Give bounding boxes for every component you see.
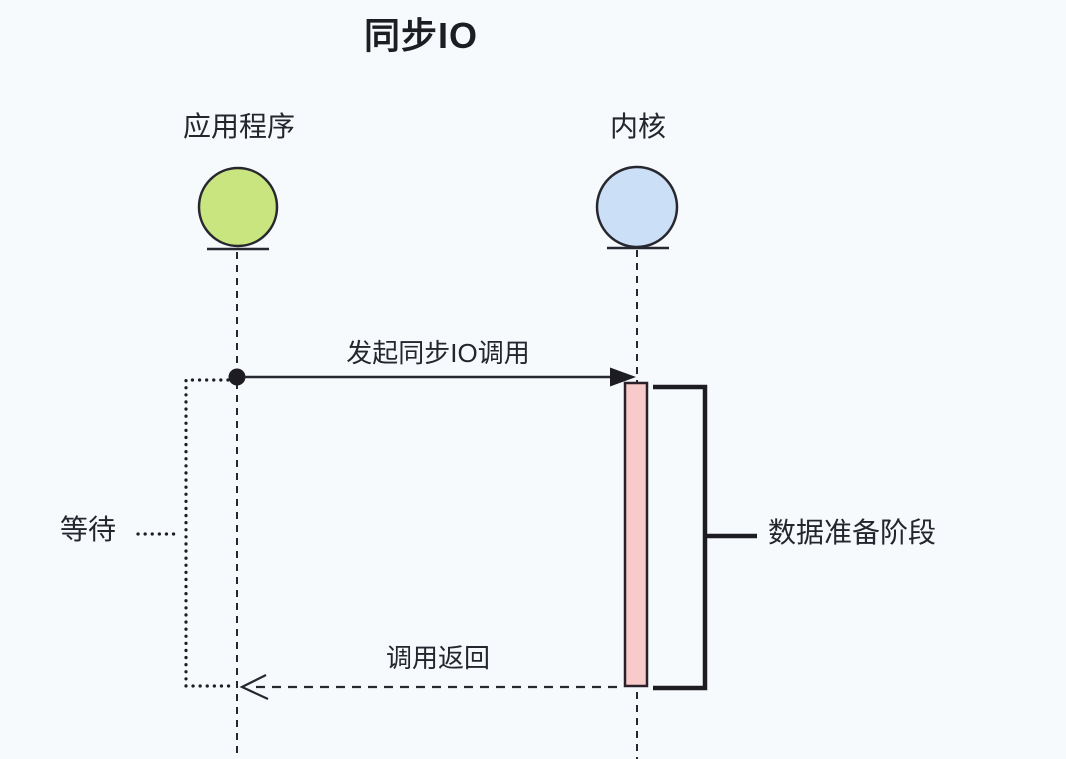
application-actor-circle [197, 166, 279, 248]
diagram-title: 同步IO [363, 15, 479, 56]
kernel-actor-circle [595, 165, 679, 249]
kernel-activation-bar [623, 381, 649, 688]
application-actor-label: 应用程序 [182, 111, 296, 142]
sync-call-message-label: 发起同步IO调用 [346, 338, 530, 368]
wait-bracket [184, 378, 234, 688]
wait-annotation-label: 等待 [60, 514, 117, 545]
sync-call-start-dot [228, 368, 246, 386]
data-prep-bracket [653, 384, 708, 691]
return-message-label: 调用返回 [385, 643, 491, 673]
data-prep-annotation-label: 数据准备阶段 [768, 517, 937, 548]
return-arrowhead-icon [239, 674, 269, 700]
kernel-actor-label: 内核 [609, 111, 667, 142]
sync-call-arrowhead-icon [610, 367, 636, 387]
